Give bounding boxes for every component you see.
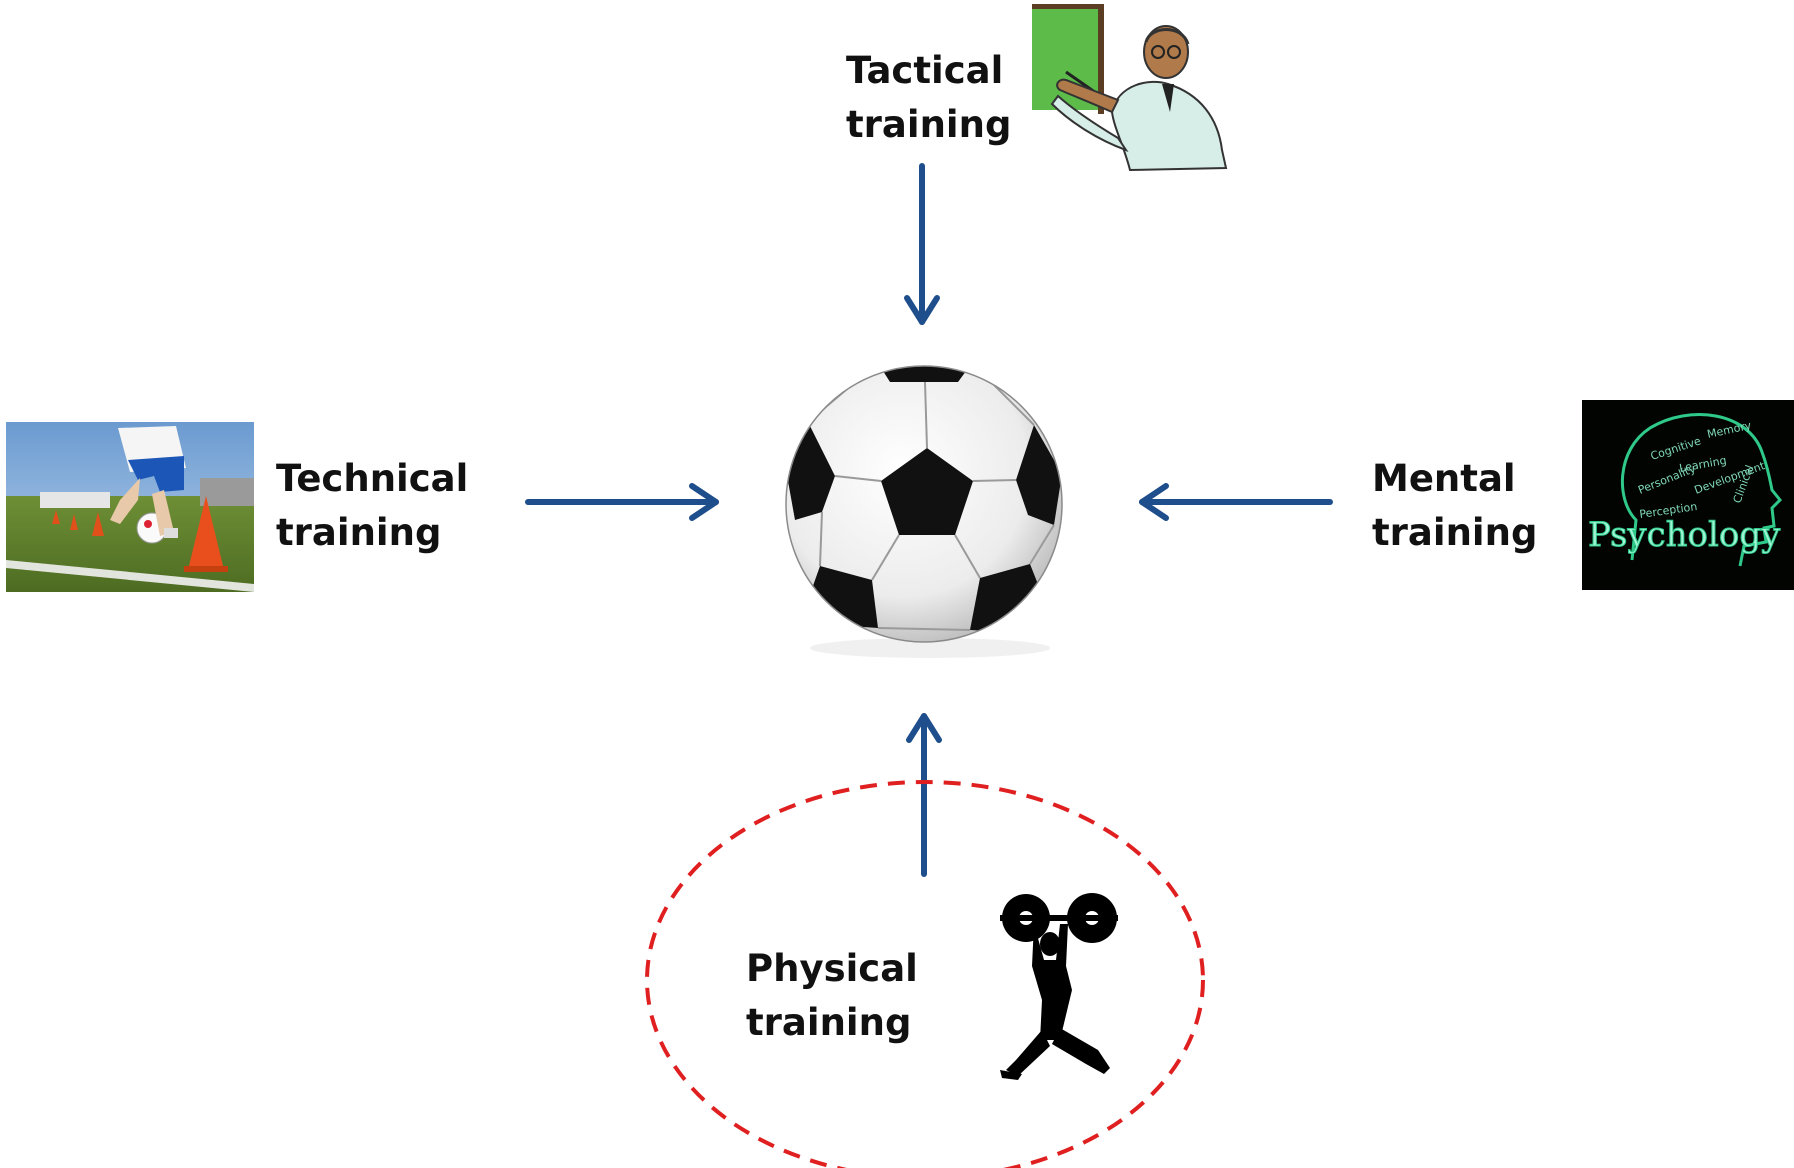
arrow-technical-to-center — [525, 483, 719, 521]
technical-training-label: Technical training — [276, 452, 468, 560]
coach-at-blackboard-icon — [1032, 4, 1228, 172]
mental-label-line2: training — [1372, 511, 1538, 554]
physical-label-line1: Physical — [746, 947, 918, 990]
arrow-tactical-to-center — [904, 163, 940, 325]
tactical-label-line2: training — [846, 103, 1012, 146]
player-dribbling-cones-icon — [6, 422, 254, 592]
psychology-head-icon: Cognitive Memory Learning Development Pe… — [1582, 400, 1794, 590]
tactical-label-line1: Tactical — [846, 49, 1004, 92]
technical-label-line1: Technical — [276, 457, 469, 500]
mental-label-line1: Mental — [1372, 457, 1516, 500]
physical-training-label: Physical training — [746, 942, 918, 1050]
tactical-training-label: Tactical training — [846, 44, 1011, 152]
technical-label-line2: training — [276, 511, 442, 554]
highlight-dashed-ellipse — [645, 780, 1205, 1168]
arrow-physical-to-center — [906, 713, 942, 877]
mental-training-label: Mental training — [1372, 452, 1537, 560]
physical-label-line2: training — [746, 1001, 912, 1044]
psych-word-psychology: Psychology — [1588, 515, 1781, 555]
soccer-ball-icon — [785, 365, 1063, 658]
arrow-mental-to-center — [1139, 483, 1333, 521]
weightlifter-silhouette-icon — [1000, 893, 1118, 1080]
